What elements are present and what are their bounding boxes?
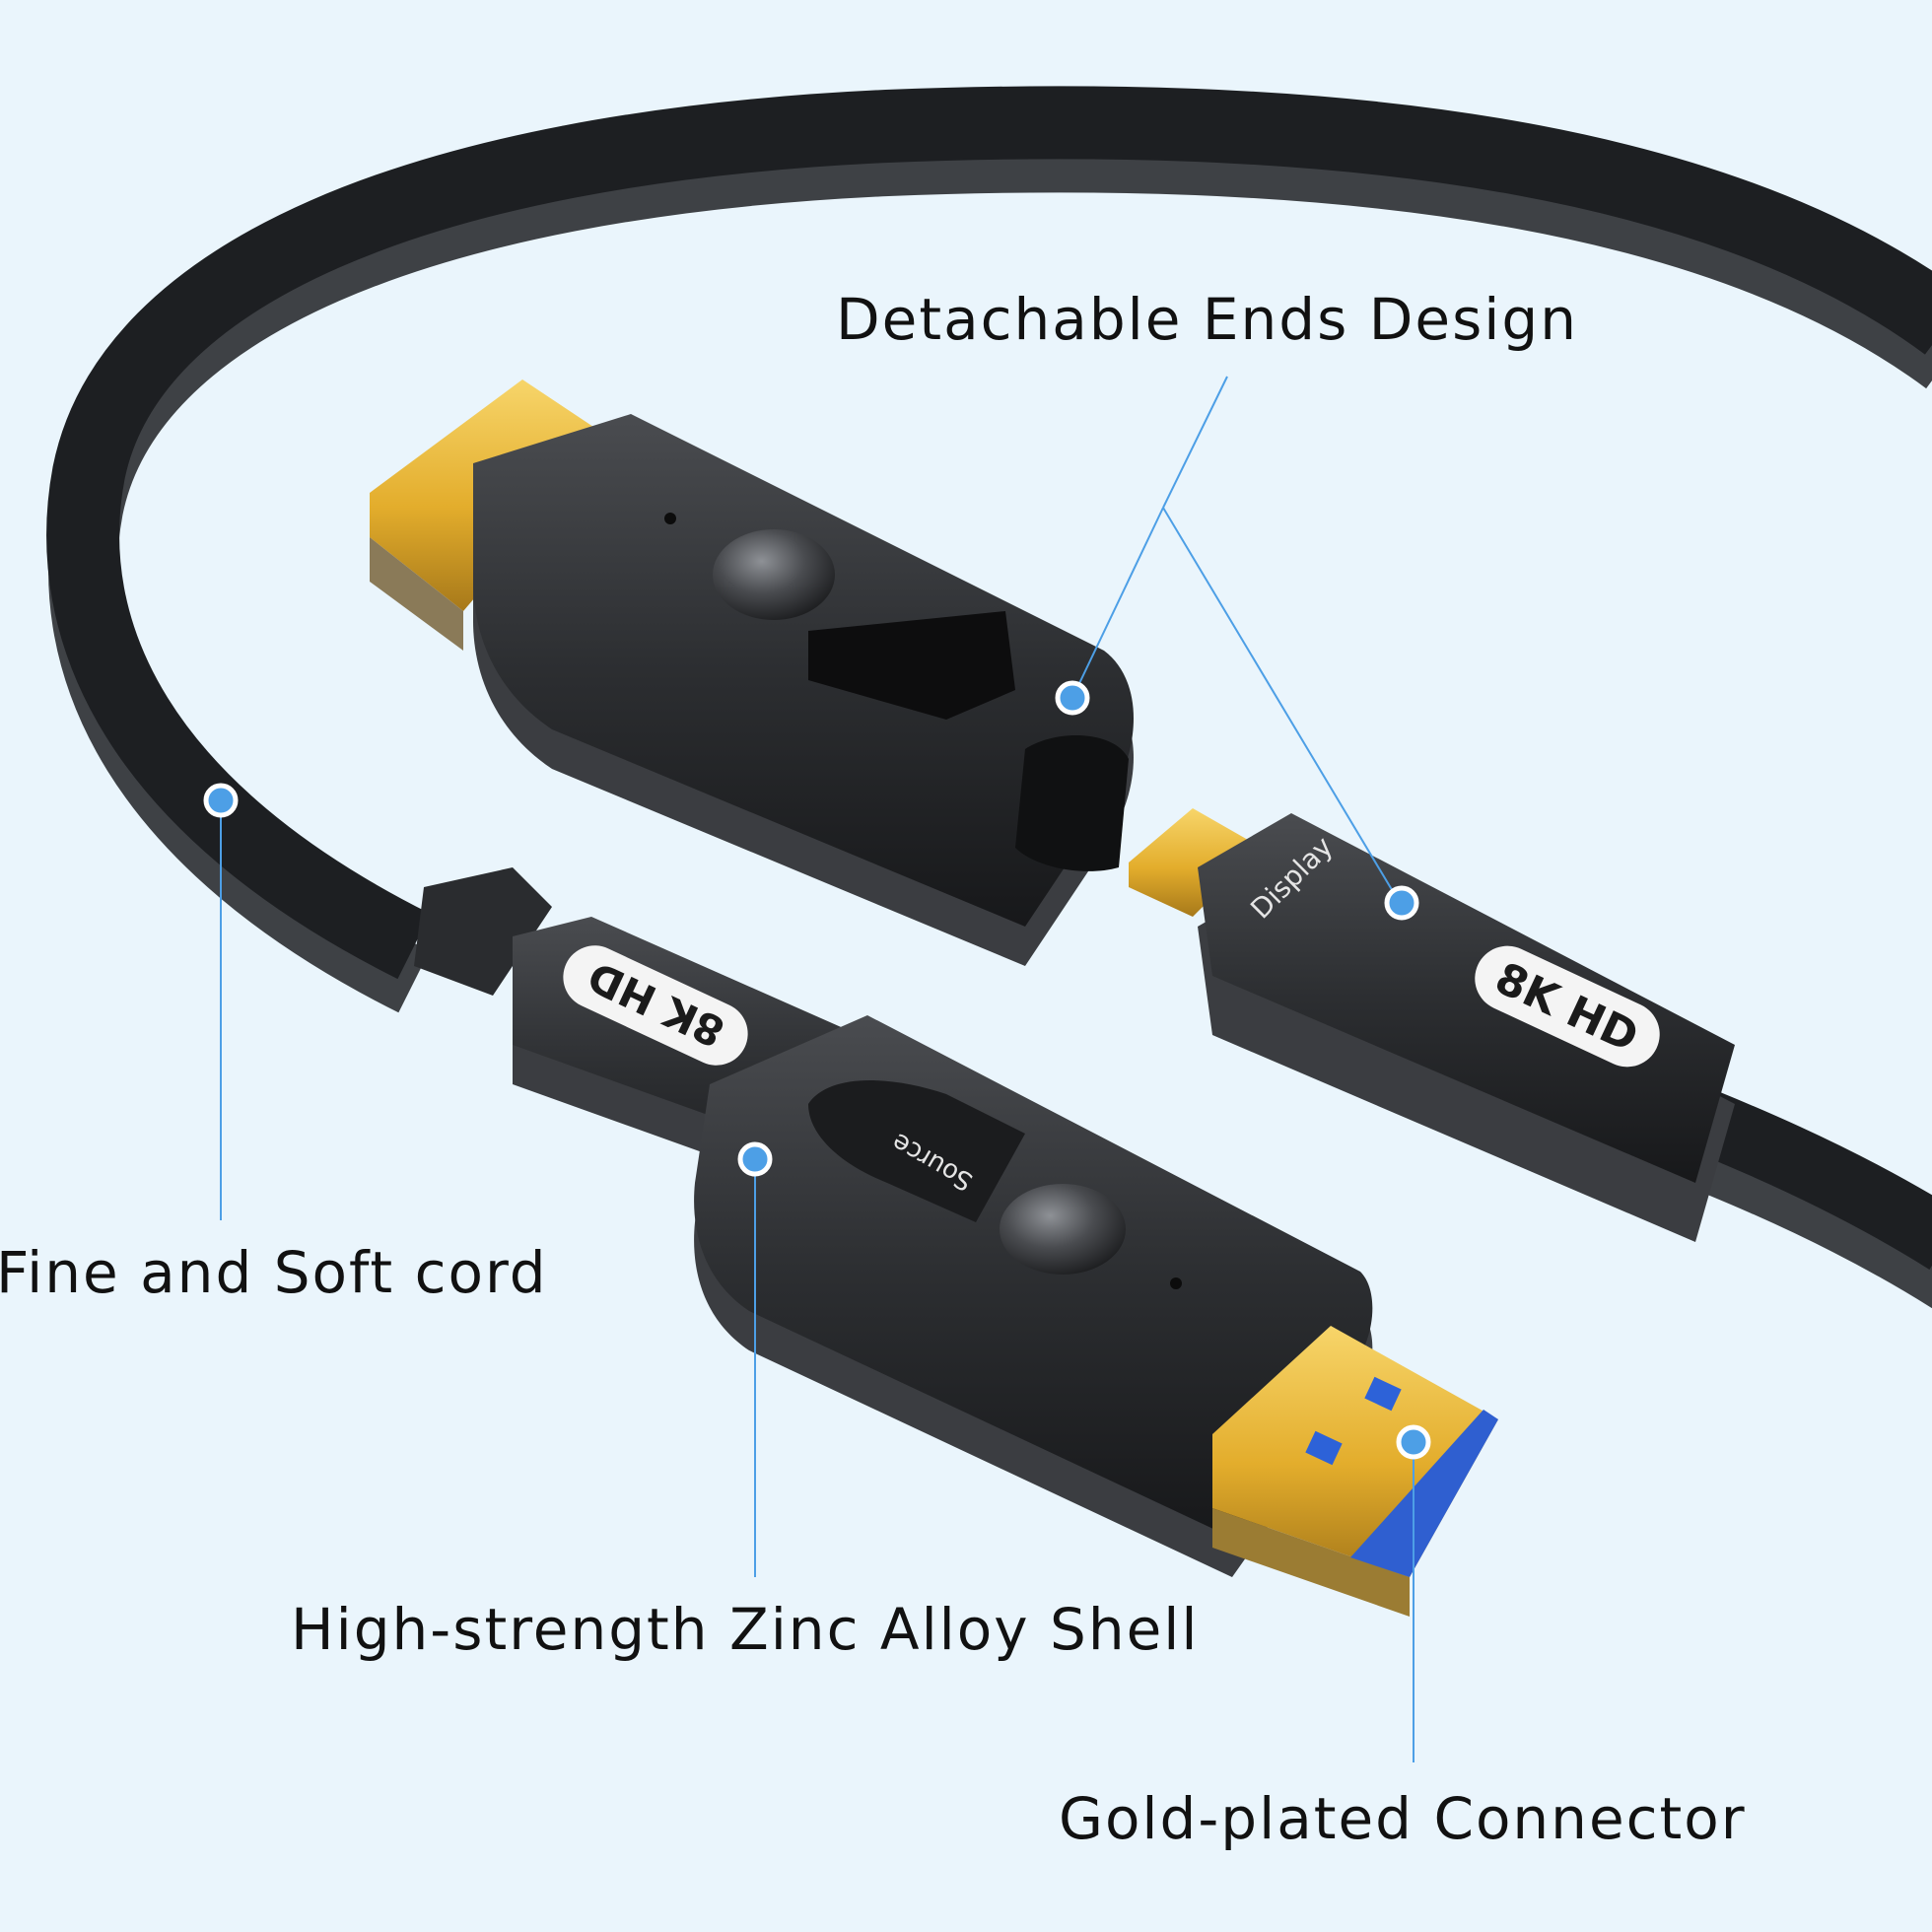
callout-dot-connector xyxy=(1396,1424,1431,1460)
callout-dots xyxy=(203,680,1431,1460)
led-dot-top xyxy=(664,513,676,524)
callout-dot-shell xyxy=(737,1141,773,1177)
callout-dot-detachable-top xyxy=(1055,680,1090,716)
gold-tip-right xyxy=(1129,808,1262,917)
release-button-top xyxy=(713,529,835,620)
led-dot-main xyxy=(1170,1277,1182,1289)
detachable-connector-top xyxy=(370,380,1134,966)
label-zinc-shell: High-strength Zinc Alloy Shell xyxy=(291,1596,1200,1663)
callout-dot-detachable-right xyxy=(1384,885,1419,921)
source-slot xyxy=(808,1080,1025,1222)
detachable-connector-right: 8K HD Display xyxy=(1129,808,1735,1242)
label-soft-cord: Fine and Soft cord xyxy=(0,1239,548,1306)
zinc-shell-right xyxy=(1198,813,1735,1183)
badge-right xyxy=(1475,945,1660,1068)
label-detachable-ends: Detachable Ends Design xyxy=(836,286,1578,353)
main-connector: 8K HD Source xyxy=(414,867,1498,1617)
blue-contacts xyxy=(1350,1410,1498,1577)
release-button-main xyxy=(1000,1184,1126,1275)
badge-top xyxy=(563,945,748,1066)
callout-lines xyxy=(220,376,1414,1762)
label-gold-connector: Gold-plated Connector xyxy=(1059,1785,1747,1852)
connector-window-top xyxy=(808,611,1015,720)
callout-dot-cord xyxy=(203,783,239,818)
